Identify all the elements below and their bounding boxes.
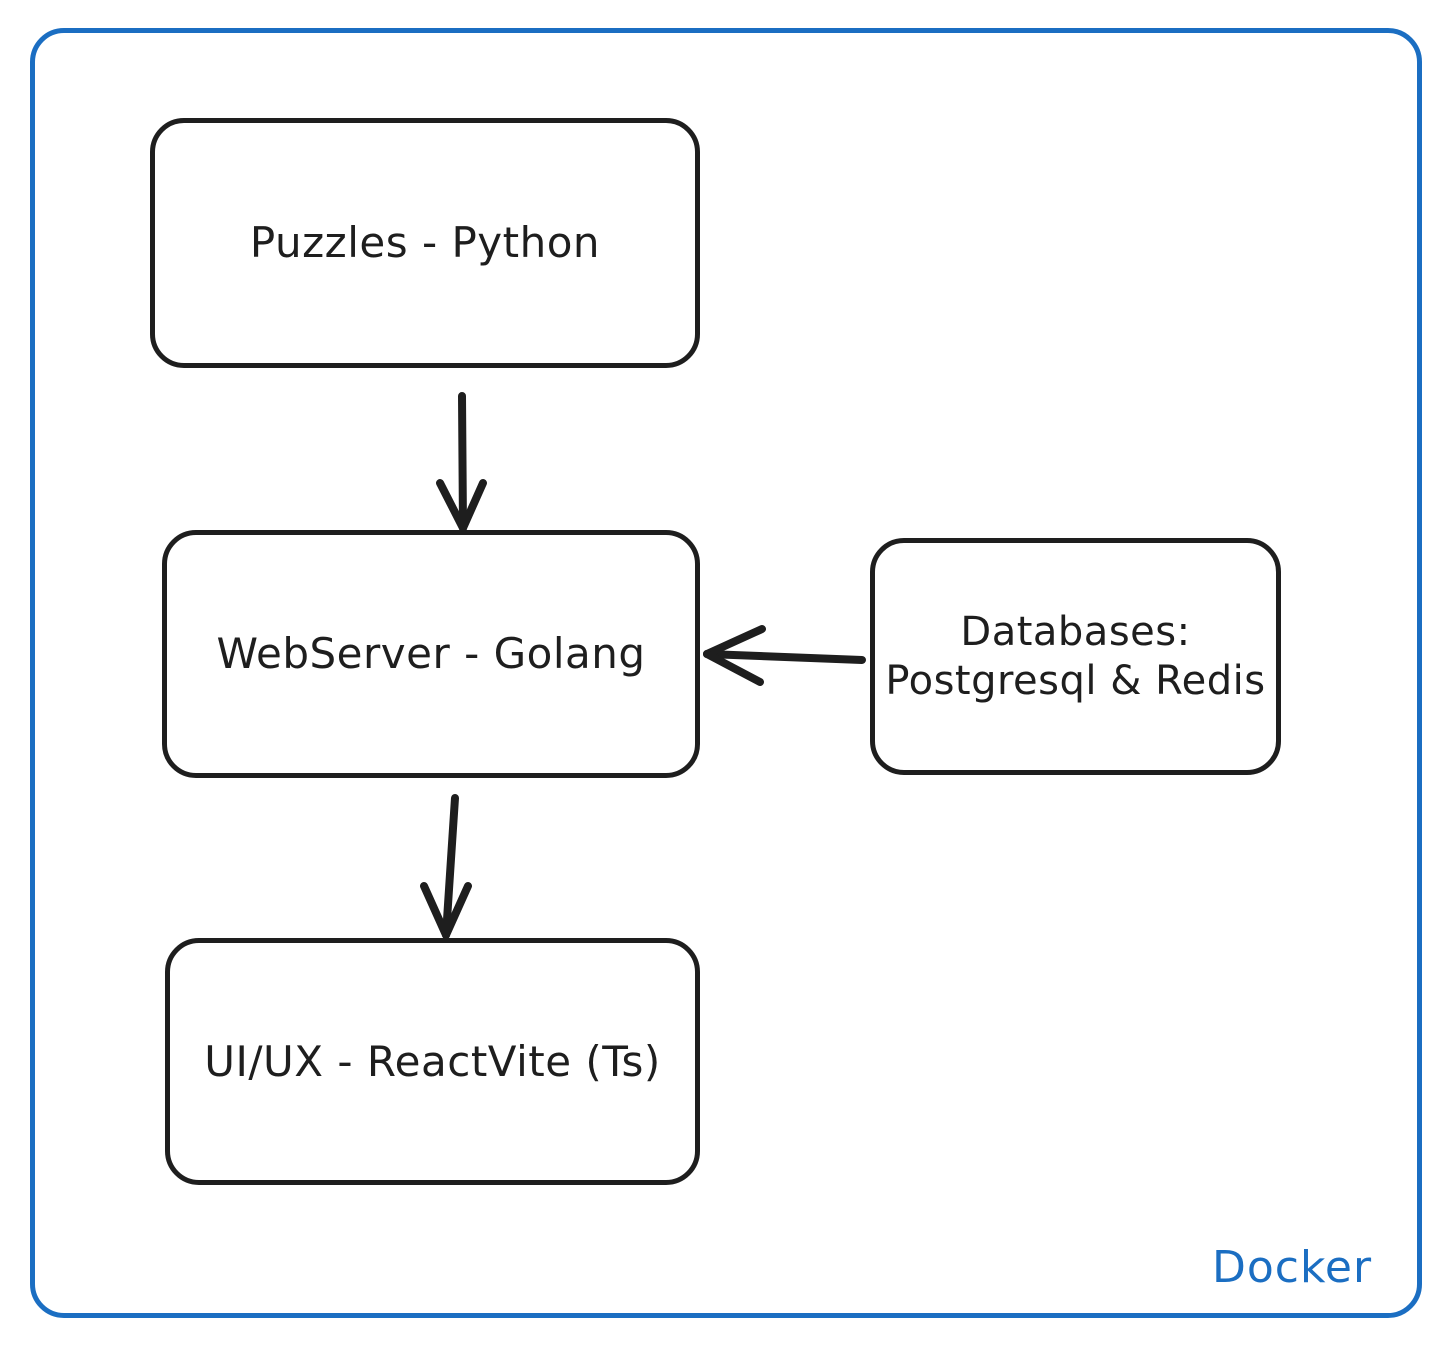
node-puzzles-label: Puzzles - Python <box>249 218 601 268</box>
docker-boundary <box>30 28 1422 1318</box>
node-uiux[interactable]: UI/UX - ReactVite (Ts) <box>165 938 700 1185</box>
node-webserver-label: WebServer - Golang <box>216 629 646 679</box>
node-databases-label: Databases: Postgresql & Redis <box>885 608 1266 704</box>
node-uiux-label: UI/UX - ReactVite (Ts) <box>204 1036 661 1086</box>
node-databases[interactable]: Databases: Postgresql & Redis <box>870 538 1281 775</box>
node-webserver[interactable]: WebServer - Golang <box>162 530 700 778</box>
node-puzzles[interactable]: Puzzles - Python <box>150 118 700 368</box>
docker-boundary-label: Docker <box>1212 1242 1373 1293</box>
